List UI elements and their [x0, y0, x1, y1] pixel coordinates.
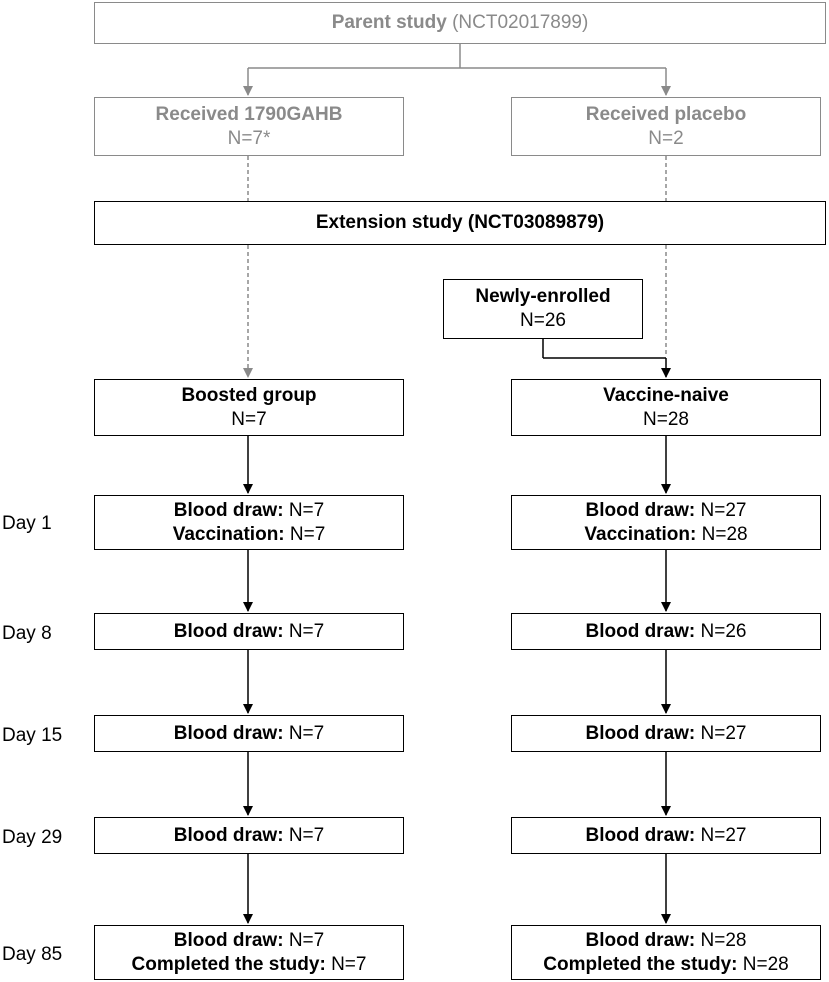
blood-draw-n: N=27 — [700, 722, 747, 744]
left-day1-box: Blood draw: N=7 Vaccination: N=7 — [94, 495, 404, 550]
completed-n: N=28 — [742, 953, 789, 975]
vaccination-n: N=28 — [701, 523, 748, 545]
blood-draw-n: N=27 — [700, 824, 747, 846]
day-label-8: Day 8 — [2, 623, 52, 644]
blood-draw-n: N=27 — [700, 499, 747, 521]
received-placebo-title: Received placebo — [585, 103, 747, 125]
left-day85-box: Blood draw: N=7 Completed the study: N=7 — [94, 925, 404, 980]
left-day8-box: Blood draw: N=7 — [94, 613, 404, 650]
blood-draw-label: Blood draw: — [585, 929, 696, 951]
boosted-group-box: Boosted group N=7 — [94, 379, 404, 436]
completed-label: Completed the study: — [131, 953, 326, 975]
parent-split-connector — [243, 44, 671, 96]
blood-draw-n: N=28 — [700, 929, 747, 951]
received-1790gahb-box: Received 1790GAHB N=7* — [94, 97, 404, 156]
left-day15-box: Blood draw: N=7 — [94, 715, 404, 752]
blood-draw-label: Blood draw: — [173, 620, 284, 642]
blood-draw-n: N=7 — [288, 620, 325, 642]
newly-enrolled-title: Newly-enrolled — [475, 286, 611, 307]
right-day1-box: Blood draw: N=27 Vaccination: N=28 — [511, 495, 821, 550]
blood-draw-label: Blood draw: — [585, 722, 696, 744]
blood-draw-n: N=7 — [288, 929, 325, 951]
vaccination-label: Vaccination: — [172, 523, 285, 545]
vaccine-naive-n: N=28 — [643, 408, 689, 430]
completed-label: Completed the study: — [543, 953, 738, 975]
received-placebo-n: N=2 — [648, 127, 684, 149]
extension-study-title: Extension study (NCT03089879) — [315, 212, 605, 233]
right-day8-box: Blood draw: N=26 — [511, 613, 821, 650]
blood-draw-label: Blood draw: — [585, 620, 696, 642]
received-1790gahb-n: N=7* — [227, 127, 271, 149]
boosted-group-title: Boosted group — [181, 384, 317, 406]
blood-draw-n: N=7 — [288, 824, 325, 846]
blood-draw-label: Blood draw: — [173, 929, 284, 951]
newly-enrolled-n: N=26 — [520, 310, 566, 331]
blood-draw-label: Blood draw: — [585, 824, 696, 846]
parent-study-box: Parent study (NCT02017899) — [94, 2, 826, 44]
vaccine-naive-box: Vaccine-naive N=28 — [511, 379, 821, 436]
blood-draw-n: N=7 — [288, 722, 325, 744]
newly-enrolled-box: Newly-enrolled N=26 — [443, 279, 643, 339]
day-label-1: Day 1 — [2, 513, 52, 534]
completed-n: N=7 — [331, 953, 367, 975]
left-day29-box: Blood draw: N=7 — [94, 817, 404, 854]
received-placebo-box: Received placebo N=2 — [511, 97, 821, 156]
right-day15-box: Blood draw: N=27 — [511, 715, 821, 752]
day-label-15: Day 15 — [2, 725, 63, 746]
blood-draw-label: Blood draw: — [173, 824, 284, 846]
day-label-85: Day 85 — [2, 944, 63, 965]
vaccination-label: Vaccination: — [584, 523, 697, 545]
right-day85-box: Blood draw: N=28 Completed the study: N=… — [511, 925, 821, 980]
parent-study-title: Parent study — [331, 12, 447, 33]
parent-study-id: (NCT02017899) — [452, 12, 589, 33]
blood-draw-n: N=26 — [700, 620, 747, 642]
blood-draw-n: N=7 — [288, 499, 325, 521]
blood-draw-label: Blood draw: — [173, 499, 284, 521]
right-day29-box: Blood draw: N=27 — [511, 817, 821, 854]
blood-draw-label: Blood draw: — [585, 499, 696, 521]
vaccination-n: N=7 — [289, 523, 326, 545]
received-1790gahb-title: Received 1790GAHB — [155, 103, 343, 125]
day-label-29: Day 29 — [2, 827, 63, 848]
newly-enrolled-connector — [542, 339, 671, 378]
blood-draw-label: Blood draw: — [173, 722, 284, 744]
vaccine-naive-title: Vaccine-naive — [603, 384, 729, 406]
boosted-group-n: N=7 — [231, 408, 267, 430]
extension-study-box: Extension study (NCT03089879) — [94, 201, 826, 245]
